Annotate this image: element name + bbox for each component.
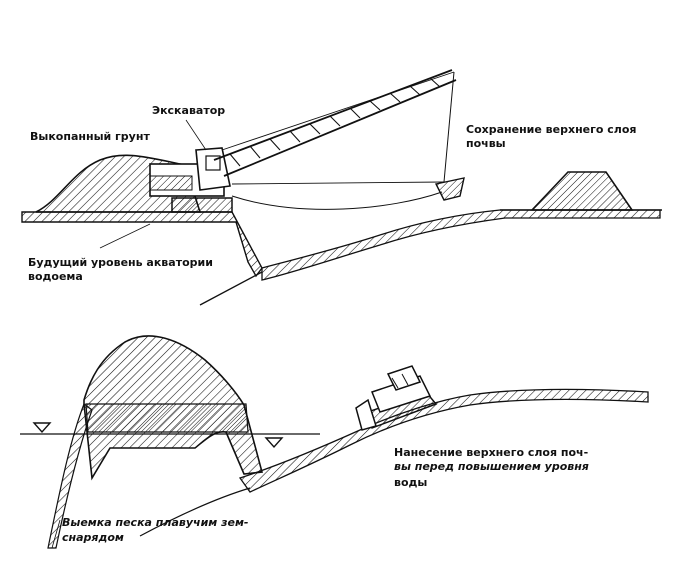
bulldozer bbox=[355, 365, 438, 431]
left-ground bbox=[21, 211, 263, 278]
boom-upper-chord bbox=[213, 69, 453, 161]
bulldozer-blade bbox=[355, 398, 377, 431]
excavator-tracks bbox=[171, 197, 233, 213]
topsoil-pile bbox=[530, 171, 634, 211]
label-topsoil-keep-line1: Сохранение верхнего слоя bbox=[466, 123, 637, 136]
pit-slope-ground bbox=[261, 209, 661, 281]
drag-cable bbox=[231, 191, 443, 210]
label-excavator: Экскаватор bbox=[152, 104, 226, 117]
label-sand-dredge-line1: Выемка песка плавучим зем- bbox=[62, 516, 249, 529]
label-topsoil-keep-line2: почвы bbox=[466, 137, 506, 150]
boom-lattice bbox=[229, 77, 441, 167]
label-future-level-line1: Будущий уровень акватории bbox=[28, 256, 213, 269]
label-topsoil-apply-line2: вы перед повышением уровня bbox=[394, 460, 589, 473]
label-dug-soil: Выкопанный грунт bbox=[30, 130, 150, 143]
boom-cable bbox=[221, 71, 455, 151]
boom-lower-chord bbox=[223, 79, 457, 177]
label-topsoil-apply-line3: воды bbox=[394, 476, 428, 489]
top-diagram bbox=[21, 69, 662, 306]
sand-pile-core bbox=[85, 403, 249, 433]
dragline-bucket bbox=[434, 177, 465, 201]
slope-line bbox=[199, 271, 263, 306]
leader-sand-dredge bbox=[51, 519, 61, 549]
leader-excavator bbox=[185, 119, 207, 151]
right-ground-profile bbox=[238, 388, 649, 493]
water-level-marker-left bbox=[32, 422, 52, 434]
lower-slope bbox=[139, 487, 251, 537]
label-future-level-line2: водоема bbox=[28, 270, 83, 283]
label-topsoil-apply-line1: Нанесение верхнего слоя поч- bbox=[394, 446, 589, 459]
excavator bbox=[149, 69, 465, 213]
hoist-cable bbox=[443, 71, 455, 183]
water-level-marker-right bbox=[264, 437, 284, 449]
label-sand-dredge-line2: снарядом bbox=[62, 531, 124, 544]
drag-cable-upper bbox=[231, 181, 445, 185]
leader-future-level bbox=[99, 223, 151, 249]
bottom-diagram bbox=[20, 335, 649, 549]
